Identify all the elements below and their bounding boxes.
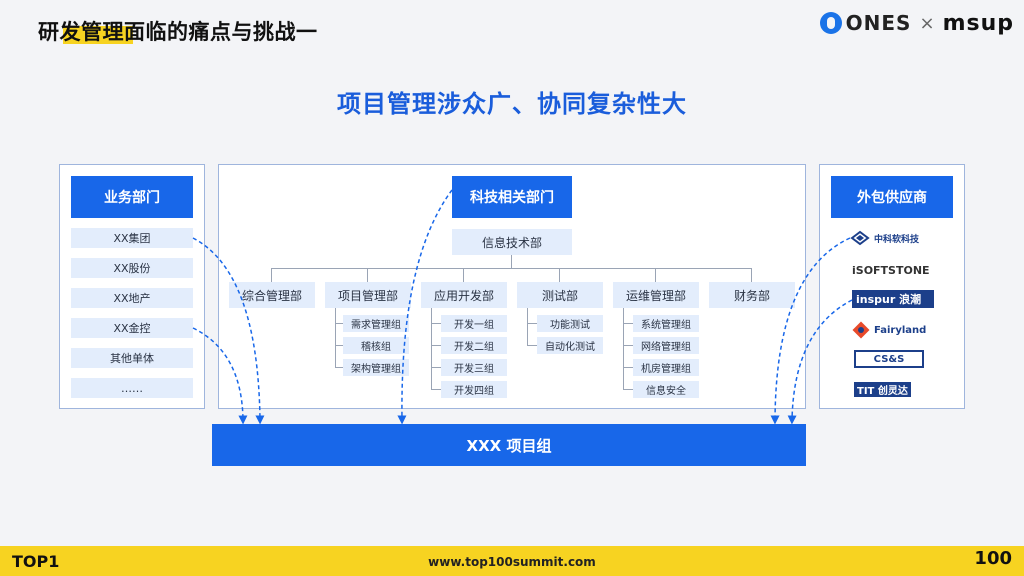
sub-group: 机房管理组: [633, 359, 699, 376]
business-item: ……: [71, 378, 193, 398]
tree-connector: [623, 389, 633, 390]
tree-connector: [527, 323, 537, 324]
tree-connector: [335, 367, 343, 368]
tree-connector: [623, 308, 624, 389]
vendor-name: Fairyland: [874, 324, 927, 336]
sinosoft-logo-icon: [850, 230, 870, 246]
ones-logo-text: ONES: [845, 11, 912, 35]
business-item: XX集团: [71, 228, 193, 248]
tree-connector: [431, 367, 441, 368]
tree-connector: [623, 367, 633, 368]
dashed-arrow: [192, 327, 248, 425]
business-item: XX金控: [71, 318, 193, 338]
dashed-arrow: [770, 237, 851, 425]
sub-group: 网络管理组: [633, 337, 699, 354]
footer-bar: [0, 546, 1024, 576]
vendor-logo-fairyland: Fairyland: [852, 321, 942, 339]
business-item: 其他单体: [71, 348, 193, 368]
vendor-logo-css: CS&S: [854, 350, 924, 368]
sub-group: 开发二组: [441, 337, 507, 354]
dept-box: 测试部: [517, 282, 603, 308]
tree-connector: [751, 268, 752, 282]
info-dept: 信息技术部: [452, 229, 572, 255]
fairyland-logo-icon: [852, 321, 870, 339]
tree-connector: [623, 323, 633, 324]
vendor-logo-sinosoft: 中科软科技: [850, 229, 940, 247]
footer-badge: 100: [974, 548, 1012, 569]
dept-box: 综合管理部: [229, 282, 315, 308]
slide-subtitle: 项目管理涉众广、协同复杂性大: [337, 90, 687, 118]
tree-connector: [559, 268, 560, 282]
vendor-name: TIT 创灵达: [854, 381, 911, 397]
tree-connector: [335, 345, 343, 346]
sub-group: 信息安全: [633, 381, 699, 398]
tree-connector: [271, 268, 272, 282]
title-highlight: [63, 26, 133, 44]
sub-group: 架构管理组: [343, 359, 409, 376]
vendor-name: 中科软科技: [874, 234, 920, 245]
dept-box: 项目管理部: [325, 282, 411, 308]
vendor-name: iSOFTSTONE: [852, 263, 930, 277]
msup-logo-text: msup: [942, 10, 1014, 36]
tree-connector: [335, 323, 343, 324]
tree-connector: [367, 268, 368, 282]
footer-logo: TOP1: [12, 552, 60, 571]
partner-logos: ONES × msup: [819, 10, 1014, 36]
logo-separator: ×: [919, 12, 935, 34]
sub-group: 开发四组: [441, 381, 507, 398]
vendor-logo-isoftstone: iSOFTSTONE: [852, 261, 942, 279]
sub-group: 自动化测试: [537, 337, 603, 354]
tree-connector: [431, 323, 441, 324]
dept-box: 财务部: [709, 282, 795, 308]
vendor-header: 外包供应商: [831, 176, 953, 218]
tree-connector: [527, 345, 537, 346]
business-header: 业务部门: [71, 176, 193, 218]
vendor-name: CS&S: [873, 353, 905, 365]
ones-logo-icon: [819, 12, 842, 34]
tree-connector: [335, 308, 336, 367]
dashed-arrow: [192, 237, 265, 425]
vendor-logo-inspur: inspur 浪潮: [852, 290, 934, 308]
tree-connector: [431, 345, 441, 346]
sub-group: 系统管理组: [633, 315, 699, 332]
tree-connector: [431, 308, 432, 389]
sub-group: 功能测试: [537, 315, 603, 332]
tree-connector: [431, 389, 441, 390]
tree-connector: [271, 268, 751, 269]
tech-header: 科技相关部门: [452, 176, 572, 218]
sub-group: 需求管理组: [343, 315, 409, 332]
dept-box: 应用开发部: [421, 282, 507, 308]
vendor-name: inspur 浪潮: [856, 293, 922, 306]
tree-connector: [463, 268, 464, 282]
vendor-logo-tit: TIT 创灵达: [854, 380, 930, 398]
page-title: 研发管理面临的痛点与挑战一: [38, 20, 318, 44]
business-item: XX股份: [71, 258, 193, 278]
sub-group: 开发一组: [441, 315, 507, 332]
tree-connector: [655, 268, 656, 282]
sub-group: 开发三组: [441, 359, 507, 376]
project-team-bar: XXX 项目组: [212, 424, 806, 466]
sub-group: 稽核组: [343, 337, 409, 354]
tree-connector: [511, 255, 512, 269]
tree-connector: [623, 345, 633, 346]
business-item: XX地产: [71, 288, 193, 308]
dept-box: 运维管理部: [613, 282, 699, 308]
dashed-arrow: [787, 299, 853, 425]
tree-connector: [527, 308, 528, 345]
footer-url[interactable]: www.top100summit.com: [428, 555, 596, 569]
dashed-arrow: [397, 189, 453, 425]
